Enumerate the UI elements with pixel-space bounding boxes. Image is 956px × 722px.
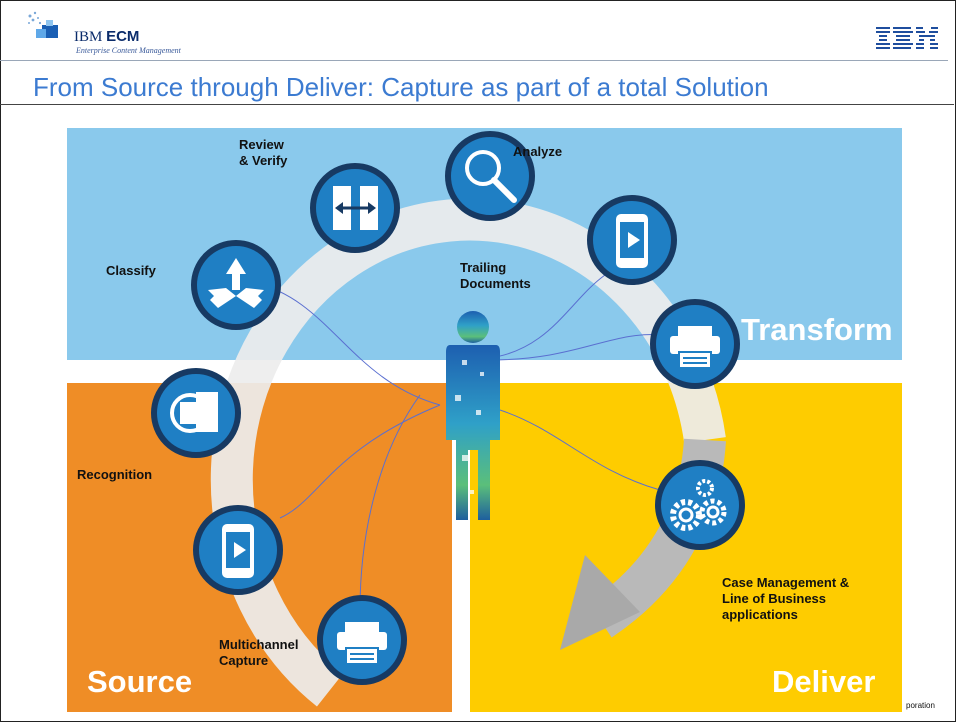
printer-icon[interactable] xyxy=(317,595,407,685)
header-divider xyxy=(0,60,948,61)
trailing-documents-label: Trailing Documents xyxy=(460,260,531,291)
multichannel-capture-label: Multichannel Capture xyxy=(219,637,299,668)
title-divider xyxy=(0,104,954,105)
source-label: Source xyxy=(87,664,193,699)
recognition-label: Recognition xyxy=(77,467,153,482)
recognition-document-icon[interactable] xyxy=(151,368,241,458)
slide-title: From Source through Deliver: Capture as … xyxy=(33,72,769,102)
connector-lines xyxy=(254,274,666,611)
person-figure xyxy=(446,311,500,520)
product-name: IBM ECM xyxy=(74,28,139,46)
split-arrows-icon[interactable] xyxy=(191,240,281,330)
printer-icon[interactable] xyxy=(650,299,740,389)
classify-label: Classify xyxy=(106,263,156,278)
product-suffix: ECM xyxy=(106,28,140,45)
deliver-label: Deliver xyxy=(772,664,876,699)
copyright-footer: poration xyxy=(906,701,935,710)
magnifier-icon[interactable] xyxy=(445,131,535,221)
ecm-logo-icon xyxy=(28,11,58,38)
cycle-arrowhead-icon xyxy=(560,555,640,650)
product-subtitle: Enterprise Content Management xyxy=(76,46,181,55)
gears-icon[interactable] xyxy=(655,460,745,550)
transform-label: Transform xyxy=(741,312,893,347)
mobile-play-icon[interactable] xyxy=(587,195,677,285)
ibm-logo xyxy=(876,27,938,49)
review-verify-label: Review & Verify xyxy=(239,137,288,168)
product-prefix: IBM xyxy=(74,29,103,45)
slide-header: IBM ECM Enterprise Content Management xyxy=(0,0,956,62)
case-management-label: Case Management & Line of Business appli… xyxy=(722,575,850,622)
analyze-label: Analyze xyxy=(513,144,563,159)
document-compare-icon[interactable] xyxy=(310,163,400,253)
mobile-play-icon[interactable] xyxy=(193,505,283,595)
